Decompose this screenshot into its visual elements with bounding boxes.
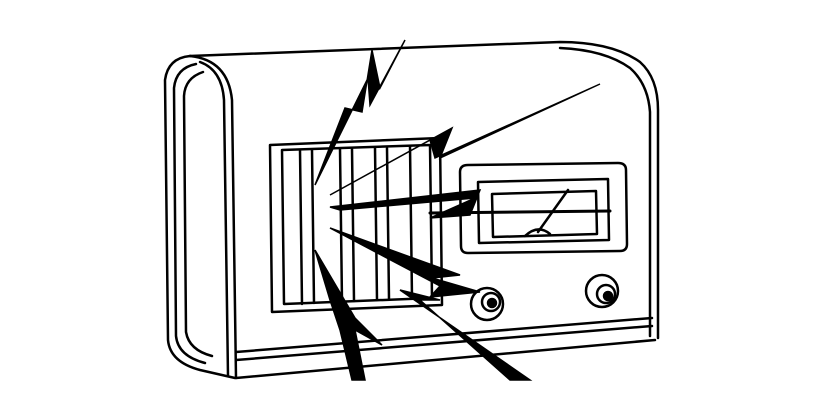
speaker-grille xyxy=(268,136,444,314)
cabinet-outline xyxy=(163,40,660,380)
dial-needle xyxy=(536,188,570,234)
sound-lightning-bolts xyxy=(314,39,601,381)
knob-left[interactable] xyxy=(469,286,505,322)
knob-right[interactable] xyxy=(584,273,620,309)
